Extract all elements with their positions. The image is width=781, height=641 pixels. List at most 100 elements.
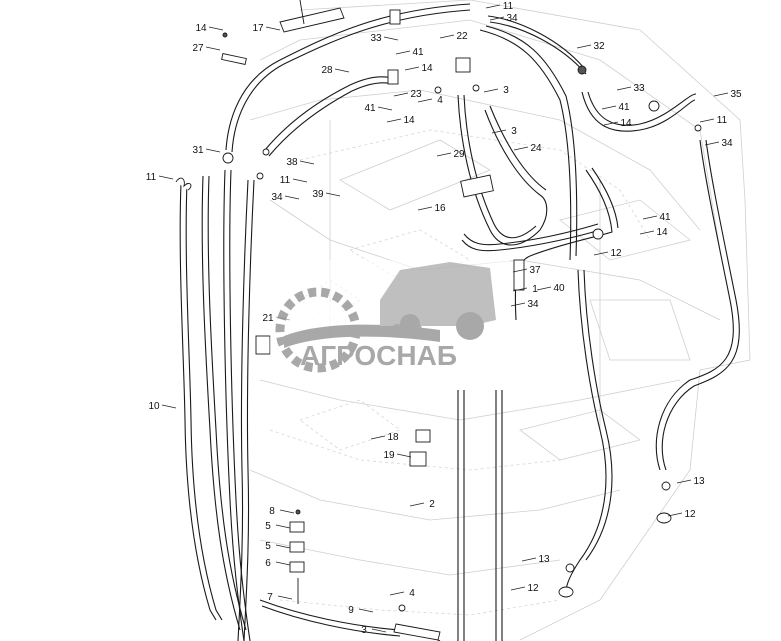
leader-c-6 xyxy=(275,561,291,566)
leader-c-3c xyxy=(371,628,387,633)
leader-c-2 xyxy=(409,502,425,507)
callout-c-14a: 14 xyxy=(195,23,207,34)
callout-c-34a: 34 xyxy=(506,13,518,24)
fitting-13b xyxy=(565,563,575,573)
callout-c-19: 19 xyxy=(383,450,395,461)
leader-c-41d xyxy=(642,215,658,220)
washer-4b xyxy=(398,604,406,612)
plate-16 xyxy=(460,174,494,198)
callout-c-27: 27 xyxy=(192,43,204,54)
leader-c-8 xyxy=(279,509,295,514)
callout-c-40: 40 xyxy=(553,283,565,294)
callout-c-11d: 11 xyxy=(280,175,291,186)
plate-5a xyxy=(289,521,305,533)
callout-c-23: 23 xyxy=(410,89,422,100)
leader-c-28 xyxy=(334,68,350,73)
cap-21 xyxy=(255,335,271,355)
callout-c-41d: 41 xyxy=(659,212,671,223)
callout-c-13a: 13 xyxy=(693,476,705,487)
leader-c-34b xyxy=(704,141,720,146)
valve-3 xyxy=(393,623,441,641)
callout-c-6: 6 xyxy=(265,558,271,569)
grommet-12b xyxy=(656,512,672,524)
callout-c-34d: 34 xyxy=(527,299,539,310)
callout-c-29: 29 xyxy=(453,149,465,160)
callout-c-2: 2 xyxy=(429,499,435,510)
leader-c-41a xyxy=(395,50,411,55)
callout-c-37: 37 xyxy=(529,265,541,276)
callout-c-38: 38 xyxy=(286,157,298,168)
callout-c-39: 39 xyxy=(312,189,324,200)
clip-11 xyxy=(175,177,192,191)
leader-c-7 xyxy=(277,595,293,600)
callout-c-13b: 13 xyxy=(538,554,550,565)
leader-c-11d xyxy=(292,178,308,183)
leader-c-33a xyxy=(383,36,399,41)
leader-c-11c xyxy=(158,175,174,180)
leader-c-5a xyxy=(275,524,291,529)
leader-c-3b xyxy=(491,129,507,134)
callout-c-1: 1 xyxy=(532,284,538,295)
callout-c-22: 22 xyxy=(456,31,468,42)
clip-18 xyxy=(415,429,431,443)
leader-c-4b xyxy=(389,591,405,596)
leader-c-3a xyxy=(483,88,499,93)
leader-c-29 xyxy=(436,152,452,157)
leader-c-34a xyxy=(489,16,505,21)
callout-c-12c: 12 xyxy=(527,583,539,594)
callout-c-11c: 11 xyxy=(146,172,157,183)
leader-c-34c xyxy=(284,195,300,200)
leader-c-10 xyxy=(161,404,177,409)
callout-c-3a: 3 xyxy=(503,85,509,96)
combine-harvester-icon xyxy=(380,262,496,340)
leader-c-5b xyxy=(275,544,291,549)
leader-c-35 xyxy=(713,92,729,97)
callout-c-35: 35 xyxy=(730,89,742,100)
leader-c-17 xyxy=(265,26,281,31)
grommet-12 xyxy=(592,228,604,240)
leader-c-14b xyxy=(404,66,420,71)
leader-c-14d xyxy=(603,121,619,126)
callout-c-3c: 3 xyxy=(361,625,367,636)
leader-c-11a xyxy=(485,4,501,9)
callout-c-14d: 14 xyxy=(620,118,632,129)
leader-c-14e xyxy=(639,230,655,235)
clamp-33b xyxy=(648,100,660,112)
watermark-prefix: ООО xyxy=(392,321,422,336)
leader-c-14c xyxy=(386,118,402,123)
leader-c-23 xyxy=(393,92,409,97)
leader-c-37 xyxy=(512,268,528,273)
clamp-33 xyxy=(389,9,401,25)
leader-c-14a xyxy=(208,26,224,31)
callout-c-4a: 4 xyxy=(437,95,443,106)
leader-c-11b xyxy=(699,118,715,123)
plate-6 xyxy=(289,561,305,573)
leader-c-34d xyxy=(510,302,526,307)
leader-c-12a xyxy=(593,251,609,256)
clip-19 xyxy=(409,451,427,467)
leader-c-4a xyxy=(417,98,433,103)
hose-runs xyxy=(179,0,740,641)
grommet-31 xyxy=(222,152,234,164)
plate-5b xyxy=(289,541,305,553)
callout-c-31: 31 xyxy=(192,145,204,156)
callout-c-10: 10 xyxy=(148,401,160,412)
leader-c-40 xyxy=(536,286,552,291)
leader-c-39 xyxy=(325,192,341,197)
leader-c-41b xyxy=(377,106,393,111)
leader-c-12c xyxy=(510,586,526,591)
callout-c-28: 28 xyxy=(321,65,333,76)
callout-c-41c: 41 xyxy=(618,102,630,113)
leader-c-12b xyxy=(667,512,683,517)
callout-c-41b: 41 xyxy=(364,103,376,114)
leader-c-41c xyxy=(601,105,617,110)
callout-c-3b: 3 xyxy=(511,126,517,137)
fitting-37 xyxy=(513,259,525,291)
callout-c-8: 8 xyxy=(269,506,275,517)
callout-c-12a: 12 xyxy=(610,248,622,259)
callout-c-18: 18 xyxy=(387,432,399,443)
fitting-13a xyxy=(661,481,671,491)
nut-8 xyxy=(295,509,301,515)
